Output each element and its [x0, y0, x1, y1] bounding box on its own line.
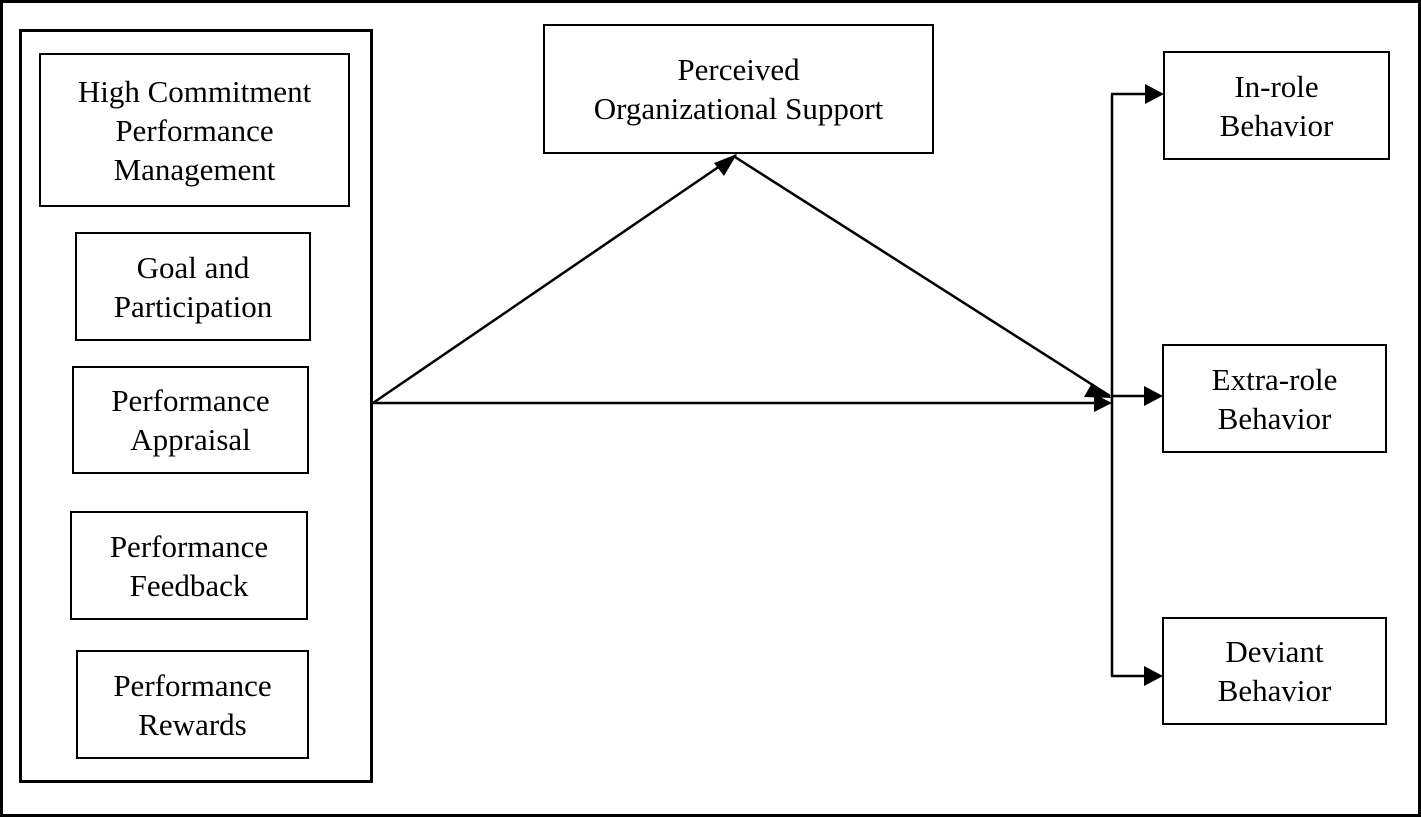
node-in-role-label: In-role Behavior: [1220, 67, 1334, 145]
node-hcpm: High Commitment Performance Management: [39, 53, 350, 207]
arrowhead-direct-junction: [1094, 394, 1112, 412]
node-hcpm-line-3: Management: [113, 151, 276, 187]
node-hcpm-line-2: Performance: [115, 112, 274, 148]
node-pos-label: Perceived Organizational Support: [594, 50, 884, 128]
node-extra-role-label: Extra-role Behavior: [1212, 360, 1338, 438]
node-performance-feedback-line-1: Performance: [109, 528, 269, 564]
node-goal-participation: Goal and Participation: [75, 232, 311, 341]
node-pos-line-2: Organizational Support: [593, 91, 884, 126]
arrowhead-deviant: [1144, 666, 1163, 686]
node-deviant-line-2: Behavior: [1217, 673, 1332, 708]
node-performance-appraisal-line-2: Appraisal: [130, 422, 251, 457]
node-performance-rewards-line-1: Performance: [113, 667, 272, 703]
arrowhead-pos: [714, 154, 737, 176]
node-in-role-line-1: In-role: [1234, 68, 1319, 104]
node-pos-line-1: Perceived: [677, 52, 800, 87]
node-perceived-organizational-support: Perceived Organizational Support: [543, 24, 934, 154]
arrowhead-pos-junction: [1084, 383, 1112, 398]
node-performance-feedback-line-2: Feedback: [129, 567, 249, 603]
node-performance-feedback-label: Performance Feedback: [110, 527, 268, 605]
node-performance-appraisal-label: Performance Appraisal: [111, 381, 269, 459]
arrowhead-extra-role: [1144, 386, 1163, 406]
node-goal-participation-label: Goal and Participation: [114, 248, 272, 326]
node-hcpm-label: High Commitment Performance Management: [78, 72, 311, 189]
node-goal-participation-line-2: Participation: [113, 288, 273, 324]
node-extra-role-behavior: Extra-role Behavior: [1162, 344, 1387, 453]
node-extra-role-line-1: Extra-role: [1211, 361, 1338, 397]
hcpm-group-container: [19, 29, 373, 783]
node-in-role-behavior: In-role Behavior: [1163, 51, 1390, 160]
node-deviant-label: Deviant Behavior: [1218, 632, 1332, 710]
node-performance-rewards-line-2: Rewards: [138, 706, 247, 742]
node-extra-role-line-2: Behavior: [1217, 400, 1332, 436]
node-performance-feedback: Performance Feedback: [70, 511, 308, 620]
node-performance-appraisal: Performance Appraisal: [72, 366, 309, 474]
node-deviant-behavior: Deviant Behavior: [1162, 617, 1387, 725]
node-performance-rewards-label: Performance Rewards: [113, 666, 271, 744]
arrow-hcpm-to-pos: [372, 153, 737, 405]
node-in-role-line-2: Behavior: [1219, 107, 1334, 143]
node-performance-rewards: Performance Rewards: [76, 650, 309, 759]
node-deviant-line-1: Deviant: [1225, 634, 1324, 669]
node-hcpm-line-1: High Commitment: [77, 73, 312, 109]
node-goal-participation-line-1: Goal and: [136, 249, 250, 285]
arrowhead-in-role: [1145, 84, 1164, 104]
arrow-pos-to-outcomes: [734, 155, 1111, 398]
node-performance-appraisal-line-1: Performance: [111, 383, 270, 418]
